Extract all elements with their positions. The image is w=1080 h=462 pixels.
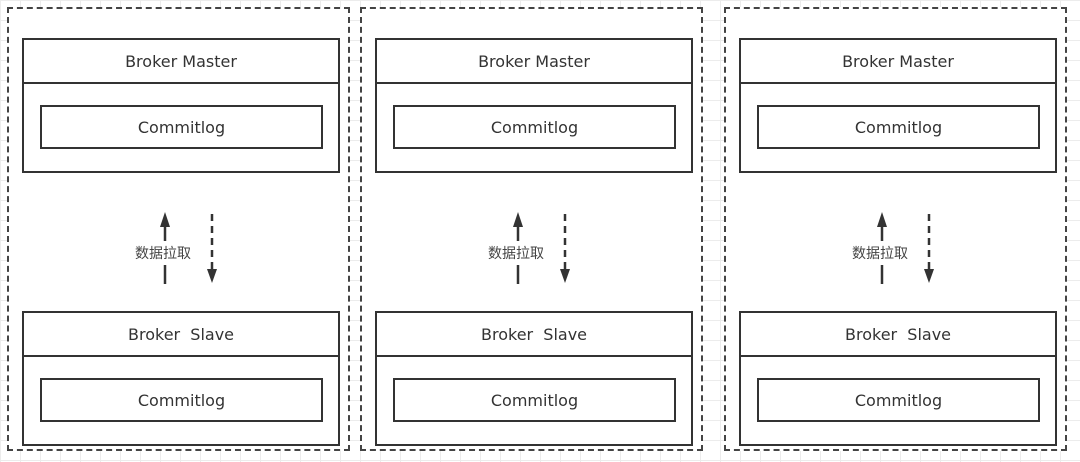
broker-master: Broker Master Commitlog [375, 38, 693, 173]
sync-arrows: 数据拉取 [826, 199, 956, 289]
master-commitlog: Commitlog [40, 105, 323, 149]
broker-master: Broker Master Commitlog [739, 38, 1057, 173]
broker-slave-title: Broker Slave [377, 313, 691, 357]
dashed-arrow-down-icon [924, 214, 934, 283]
dashed-arrow-down-icon [560, 214, 570, 283]
broker-master-title: Broker Master [741, 40, 1055, 84]
broker-slave: Broker Slave Commitlog [739, 311, 1057, 446]
slave-commitlog: Commitlog [393, 378, 676, 422]
broker-group: Broker Master Commitlog 数据拉取 Broker Slav… [360, 7, 703, 451]
master-commitlog: Commitlog [757, 105, 1040, 149]
broker-group: Broker Master Commitlog 数据拉取 Broker Slav… [724, 7, 1067, 451]
slave-commitlog: Commitlog [40, 378, 323, 422]
broker-slave: Broker Slave Commitlog [375, 311, 693, 446]
sync-label: 数据拉取 [852, 241, 908, 265]
broker-group: Broker Master Commitlog 数据拉取 Broker Slav… [7, 7, 350, 451]
broker-slave-title: Broker Slave [741, 313, 1055, 357]
broker-slave-title: Broker Slave [24, 313, 338, 357]
sync-arrows: 数据拉取 [462, 199, 592, 289]
sync-arrows: 数据拉取 [109, 199, 239, 289]
sync-label: 数据拉取 [488, 241, 544, 265]
broker-slave: Broker Slave Commitlog [22, 311, 340, 446]
broker-master-title: Broker Master [24, 40, 338, 84]
sync-label: 数据拉取 [135, 241, 191, 265]
dashed-arrow-down-icon [207, 214, 217, 283]
master-commitlog: Commitlog [393, 105, 676, 149]
broker-master: Broker Master Commitlog [22, 38, 340, 173]
slave-commitlog: Commitlog [757, 378, 1040, 422]
broker-master-title: Broker Master [377, 40, 691, 84]
